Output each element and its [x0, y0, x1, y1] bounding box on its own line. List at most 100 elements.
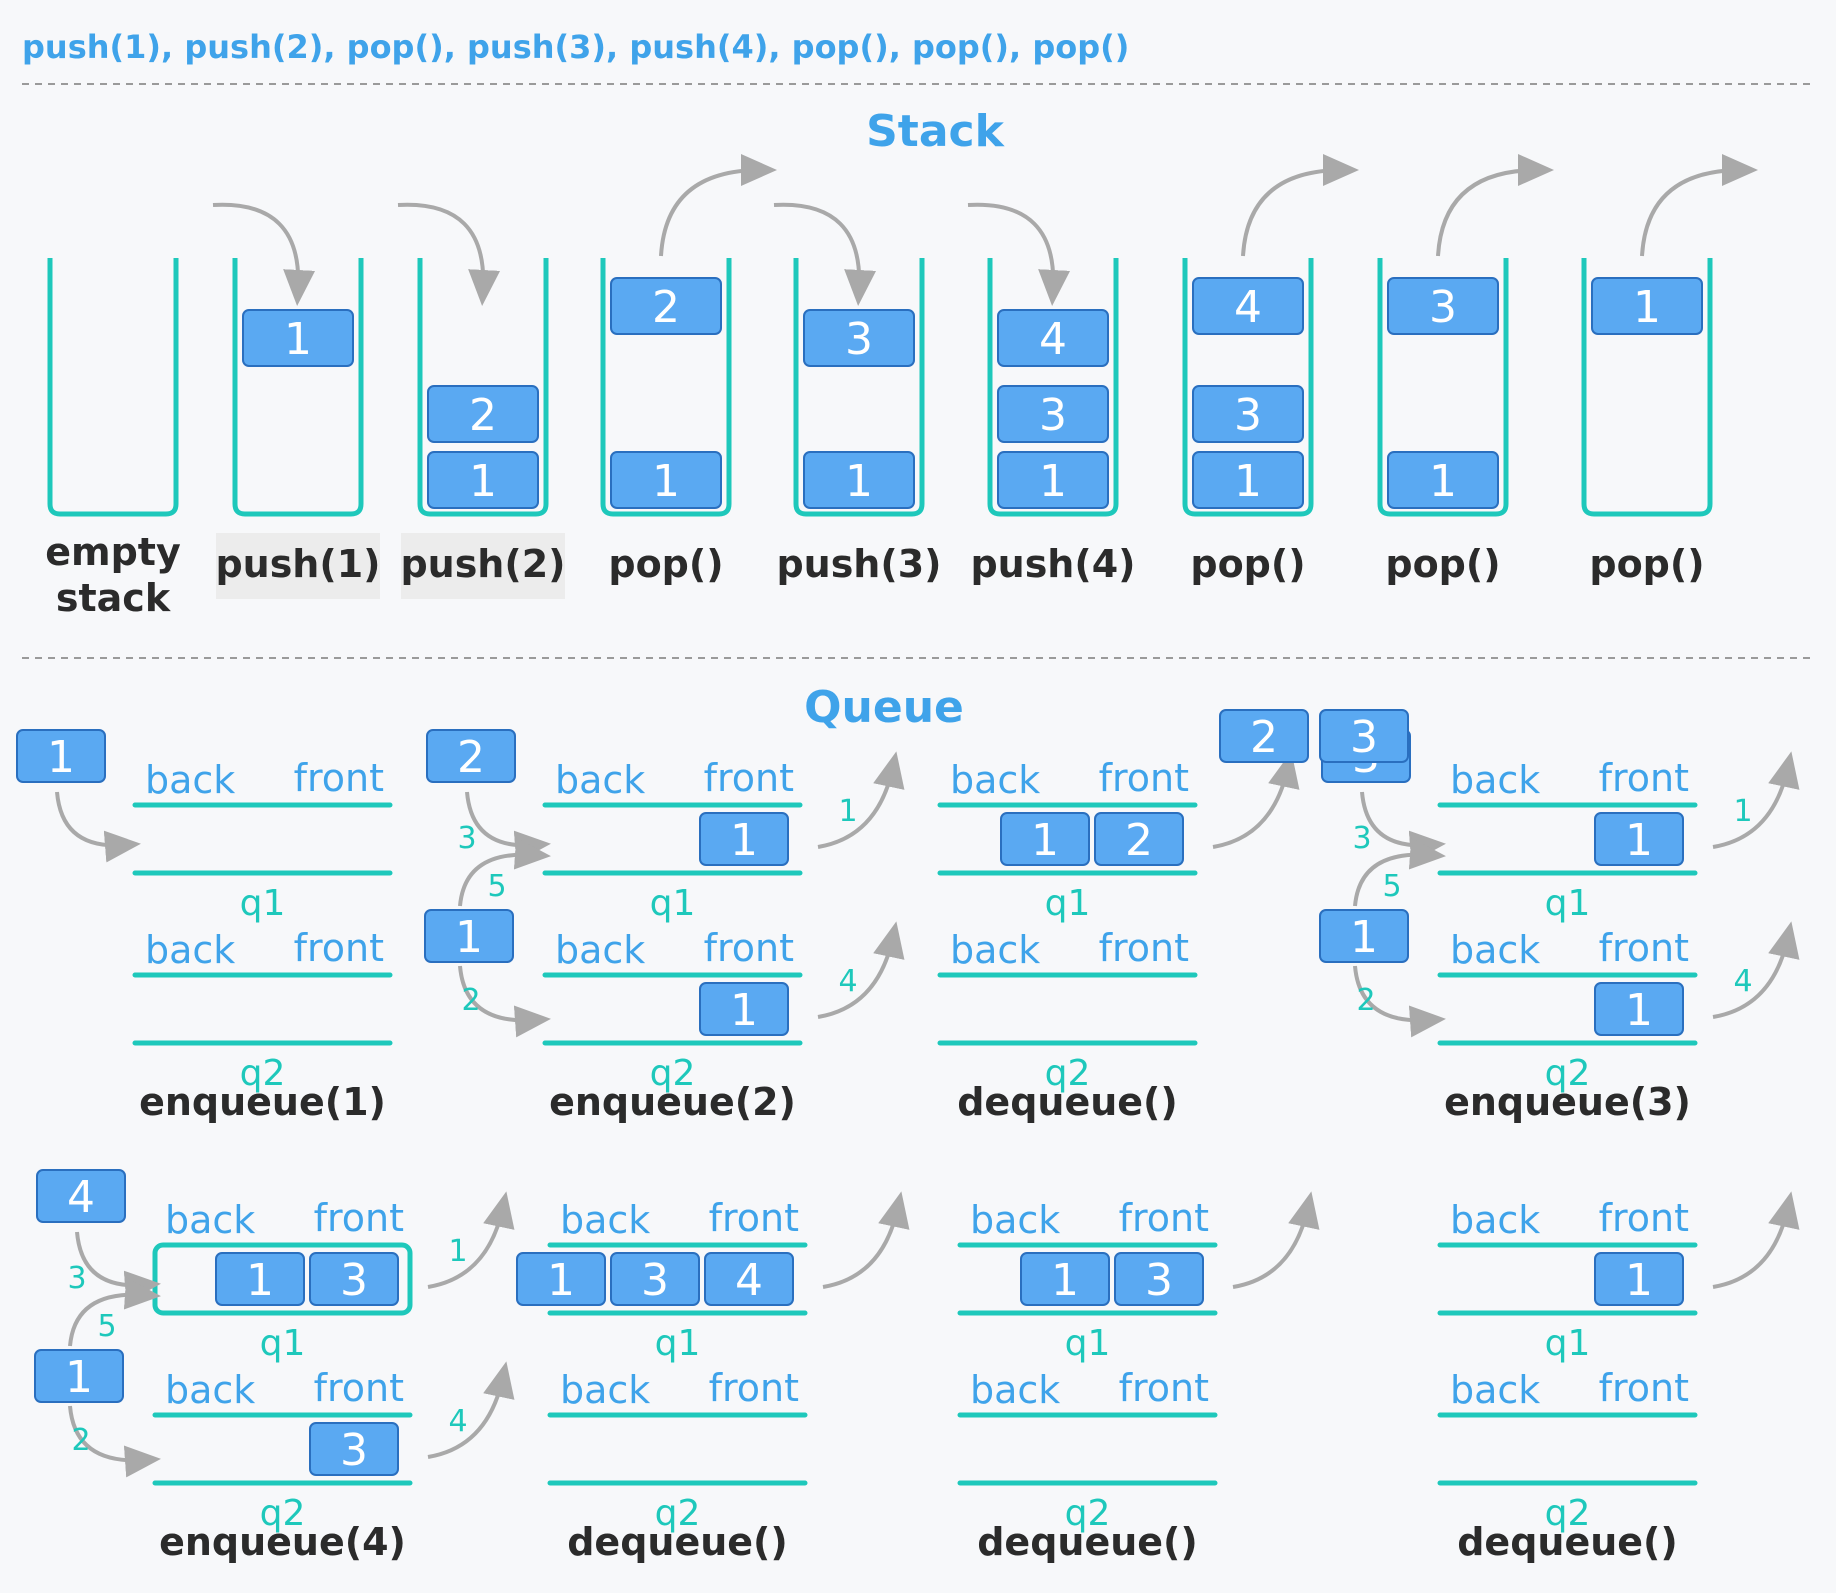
q2-name: q2: [655, 1493, 701, 1534]
stack-cell: 1: [1192, 451, 1304, 509]
queue-title: Queue: [804, 682, 964, 733]
stack-container: [1581, 258, 1713, 517]
step-number: 1: [448, 1234, 467, 1269]
cell-value: 1: [455, 912, 483, 963]
queue-group: backfront1q1backfront1q2enqueue(3)332315…: [1219, 709, 1800, 1124]
stack-container: [793, 258, 925, 517]
cell-box: [1591, 277, 1703, 335]
enqueue-arrow: [55, 791, 141, 863]
stack-op-label: pop(): [1385, 542, 1500, 586]
stack-cell: 3: [1387, 277, 1499, 335]
q1-name: q1: [1545, 883, 1591, 924]
cell-box: [424, 909, 514, 963]
operation-sequence: push(1), push(2), pop(), push(3), push(4…: [22, 28, 1129, 66]
cell-box: [1387, 451, 1499, 509]
stack-container: [1182, 258, 1314, 517]
enqueue-arrow: [465, 791, 551, 863]
cell-value: 1: [1051, 1255, 1079, 1306]
queue-cell: 1: [1594, 812, 1684, 866]
step-number: 4: [448, 1404, 467, 1439]
label-highlight: [401, 533, 565, 599]
step-number: 5: [1382, 869, 1401, 904]
cell-value: 1: [730, 985, 758, 1036]
incoming-cell: 2: [426, 729, 516, 783]
dequeue-arrow: [822, 1191, 910, 1289]
back-label: back: [1450, 1198, 1540, 1242]
cell-value: 2: [1125, 815, 1153, 866]
cell-box: [1594, 982, 1684, 1036]
cell-box: [34, 1349, 124, 1403]
queue-op-label: enqueue(1): [139, 1080, 386, 1124]
stack-cell: 1: [1387, 451, 1499, 509]
transfer-up-arrow: [1353, 837, 1446, 907]
queue-op-label: enqueue(2): [549, 1080, 796, 1124]
dequeue-arrow: [427, 1191, 515, 1289]
step-number: 3: [1352, 821, 1371, 856]
cell-box: [427, 451, 539, 509]
q2-name: q2: [650, 1053, 696, 1094]
step-number: 3: [67, 1261, 86, 1296]
stack-section: emptystack1push(1)21push(2)21pop()31push…: [45, 154, 1758, 620]
stack-op-label: empty: [45, 530, 181, 574]
stack-cell: 3: [1192, 385, 1304, 443]
step-number: 1: [838, 794, 857, 829]
front-label: front: [1599, 1366, 1689, 1410]
step-number: 5: [487, 869, 506, 904]
cell-box: [997, 451, 1109, 509]
transfer-cell: 1: [1319, 909, 1409, 963]
transfer-up-arrow: [68, 1277, 161, 1347]
step-number: 1: [1733, 794, 1752, 829]
stack-title: Stack: [866, 106, 1005, 157]
cell-box: [1192, 385, 1304, 443]
front-label: front: [1119, 1366, 1209, 1410]
enqueue-arrow: [75, 1231, 161, 1303]
pop-arrow: [1436, 154, 1554, 257]
cell-value: 4: [1039, 314, 1067, 365]
stack-op-label: push(1): [215, 542, 380, 586]
cell-value: 1: [1625, 1255, 1653, 1306]
q2-name: q2: [240, 1053, 286, 1094]
cell-value: 3: [1039, 390, 1067, 441]
cell-value: 1: [1031, 815, 1059, 866]
front-label: front: [294, 926, 384, 970]
queue-cell: 1: [1000, 812, 1090, 866]
q2-name: q2: [1545, 1053, 1591, 1094]
front-label: front: [1099, 756, 1189, 800]
front-label: front: [1099, 926, 1189, 970]
push-arrow: [967, 202, 1071, 306]
step-number: 3: [457, 821, 476, 856]
cell-value: 1: [246, 1255, 274, 1306]
back-label: back: [145, 928, 235, 972]
dequeue-arrow: [1712, 921, 1800, 1019]
q1-name: q1: [1545, 1323, 1591, 1364]
front-label: front: [1599, 926, 1689, 970]
cell-box: [610, 277, 722, 335]
front-label: front: [1599, 756, 1689, 800]
front-label: front: [1599, 1196, 1689, 1240]
stack-op-label: stack: [56, 576, 171, 620]
q2-name: q2: [1065, 1493, 1111, 1534]
step-number: 2: [71, 1423, 90, 1458]
queue-cell: 1: [516, 1252, 606, 1306]
front-label: front: [709, 1366, 799, 1410]
back-label: back: [560, 1368, 650, 1412]
stack-cell: 1: [997, 451, 1109, 509]
cell-value: 2: [652, 282, 680, 333]
cell-box: [1594, 1252, 1684, 1306]
cell-box: [1219, 709, 1309, 763]
back-label: back: [145, 758, 235, 802]
dequeue-arrow: [817, 751, 905, 849]
stack-cell: 1: [427, 451, 539, 509]
